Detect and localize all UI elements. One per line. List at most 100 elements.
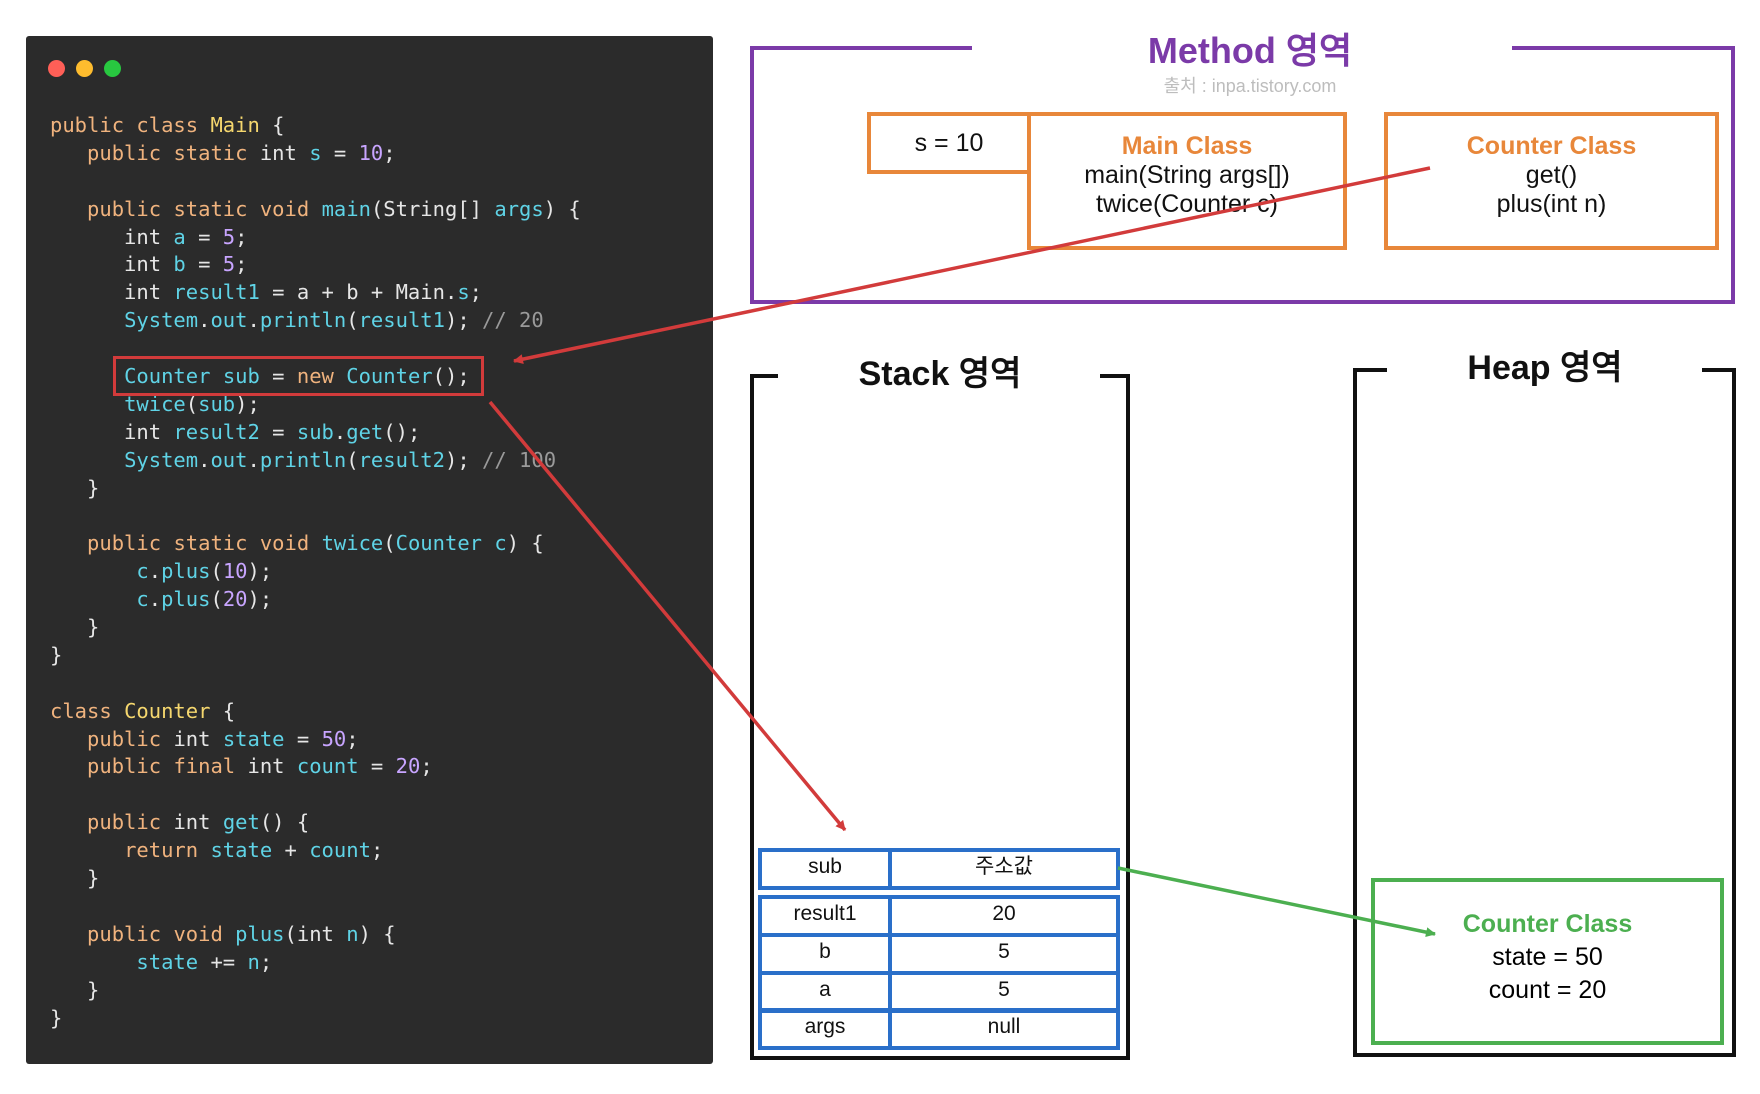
code-token: n xyxy=(247,949,260,974)
code-token: Main xyxy=(210,113,260,137)
stack-frame-args: args null xyxy=(758,1008,1120,1050)
code-line: Counter sub = new Counter(); xyxy=(50,363,581,391)
arrow-class-reference xyxy=(513,166,1431,365)
main-class-member: main(String args[]) xyxy=(1084,161,1290,189)
code-token: ) { xyxy=(506,531,544,556)
code-line: public int state = 50; xyxy=(50,726,581,754)
code-token: = xyxy=(185,252,223,277)
stack-var-value: null xyxy=(987,1015,1021,1038)
code-token: get xyxy=(346,419,384,444)
minimize-dot-icon xyxy=(76,60,93,77)
code-token: plus xyxy=(161,587,211,612)
code-token: ; xyxy=(235,224,248,249)
code-line: int result2 = sub.get(); xyxy=(50,419,581,447)
code-token: main xyxy=(321,196,371,221)
code-token: public xyxy=(87,754,174,779)
code-token: 20 xyxy=(222,587,248,612)
code-line: } xyxy=(50,1005,581,1033)
heap-area-top-left-edge xyxy=(1353,368,1387,372)
code-token: public xyxy=(87,726,174,751)
stack-var-value: 주소값 xyxy=(975,855,1033,878)
stack-area-top-right-edge xyxy=(1100,374,1130,378)
code-token: ; xyxy=(346,726,359,751)
code-line: } xyxy=(50,642,581,670)
code-token: ); xyxy=(247,587,273,612)
code-token: // 20 xyxy=(482,308,544,333)
stack-area-top-left-edge xyxy=(750,374,778,378)
code-token: c xyxy=(136,559,149,584)
code-token: out xyxy=(210,447,248,472)
code-line: public static void main(String[] args) { xyxy=(50,196,581,224)
code-token: + xyxy=(272,838,310,863)
code-token: args xyxy=(494,196,544,221)
code-token: int xyxy=(173,810,223,835)
code-token: public xyxy=(87,531,174,556)
arrow-heap-reference xyxy=(1117,866,1436,938)
code-token: . xyxy=(333,419,347,444)
code-token: ( xyxy=(185,391,199,416)
code-token: 5 xyxy=(222,224,236,249)
maximize-dot-icon xyxy=(104,60,121,77)
code-token: state xyxy=(210,838,273,863)
code-token: result2 xyxy=(173,419,260,444)
code-token: = xyxy=(185,224,223,249)
counter-class-box: Counter Class get() plus(int n) xyxy=(1384,112,1719,250)
stack-var-name: args xyxy=(762,1012,892,1046)
code-token: final xyxy=(173,754,248,779)
code-line: int result1 = a + b + Main.s; xyxy=(50,279,581,307)
code-token: public xyxy=(87,810,174,835)
code-token: = xyxy=(259,419,297,444)
code-token: (); xyxy=(432,364,470,389)
method-area xyxy=(750,46,1735,304)
code-token: (int xyxy=(284,921,347,946)
code-token: static xyxy=(173,531,260,556)
code-line: } xyxy=(50,977,581,1005)
code-token: 10 xyxy=(222,559,248,584)
code-token: public xyxy=(87,140,174,165)
code-token: new xyxy=(296,364,347,389)
code-token: int xyxy=(173,726,223,751)
heap-object-title: Counter Class xyxy=(1462,910,1633,938)
code-line: c.plus(10); xyxy=(50,558,581,586)
code-token: } xyxy=(50,475,100,500)
code-token: = xyxy=(284,726,322,751)
code-token: state xyxy=(136,949,199,974)
code-line: return state + count; xyxy=(50,837,581,865)
code-line: state += n; xyxy=(50,949,581,977)
code-line: class Counter { xyxy=(50,698,581,726)
heap-area-top-right-edge xyxy=(1702,368,1736,372)
code-token: . xyxy=(198,308,211,333)
highlight-new-counter xyxy=(113,356,484,396)
stack-var-name: a xyxy=(762,975,892,1009)
code-line: public void plus(int n) { xyxy=(50,921,581,949)
code-token: ; xyxy=(469,280,482,305)
method-area-top-right-edge xyxy=(1512,46,1735,50)
code-token: } xyxy=(50,866,100,891)
code-line: public class Main { xyxy=(50,112,581,140)
code-token: int xyxy=(50,419,174,444)
stack-var-value: 20 xyxy=(992,902,1016,925)
code-token: public xyxy=(50,113,137,137)
code-token: c xyxy=(136,587,149,612)
code-token: count xyxy=(309,838,371,863)
code-line: public static void twice(Counter c) { xyxy=(50,530,581,558)
code-line: public final int count = 20; xyxy=(50,753,581,781)
main-class-member: twice(Counter c) xyxy=(1096,190,1278,218)
code-line: } xyxy=(50,614,581,642)
code-token: ; xyxy=(383,140,396,165)
code-token: class xyxy=(50,698,125,723)
code-token: = xyxy=(358,754,396,779)
code-token: Counter xyxy=(124,364,223,389)
code-token: 10 xyxy=(358,140,384,165)
code-token: b xyxy=(173,252,186,277)
stack-var-value: 5 xyxy=(998,978,1010,1001)
code-line: } xyxy=(50,475,581,503)
main-class-title: Main Class xyxy=(1121,132,1253,160)
code-token: result1 xyxy=(358,308,445,333)
code-token: = xyxy=(259,364,297,389)
code-token: Counter xyxy=(395,531,495,556)
code-token: } xyxy=(50,642,63,667)
code-token: int xyxy=(50,280,174,305)
code-token: n xyxy=(346,921,359,946)
code-token: public xyxy=(87,196,174,221)
